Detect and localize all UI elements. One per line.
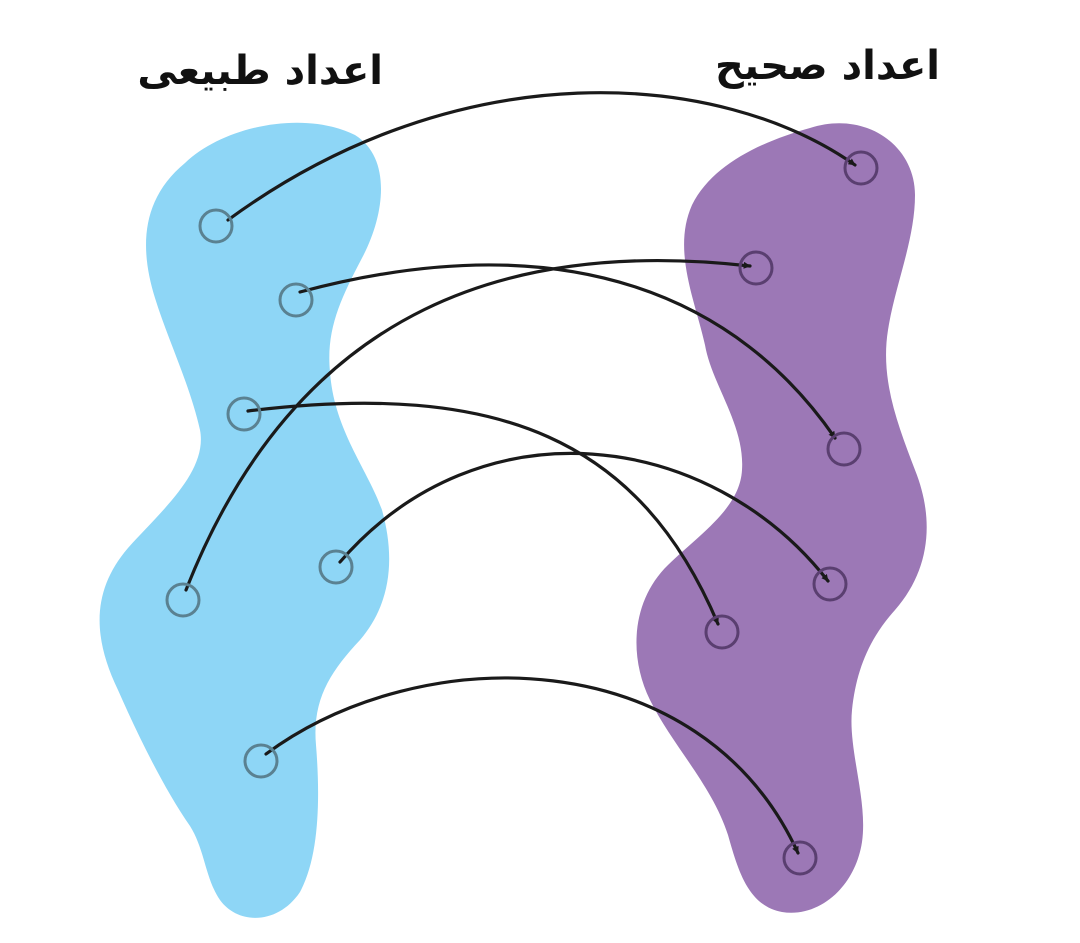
integers-title: اعداد صحیح: [715, 43, 940, 89]
integer-element-dot: [782, 840, 818, 876]
integer-element-dot: [704, 614, 740, 650]
mapping-arrow: [264, 676, 800, 855]
natural-numbers-blob: [99, 122, 390, 918]
integer-element-dot: [826, 431, 862, 467]
natural-element-dot: [226, 396, 262, 432]
integer-element-dot: [812, 566, 848, 602]
integer-element-dot: [843, 150, 879, 186]
natural-element-dot: [243, 743, 279, 779]
natural-element-dot: [278, 282, 314, 318]
natural-element-dot: [198, 208, 234, 244]
mapping-arrow: [338, 451, 830, 583]
mapping-arrow: [246, 401, 720, 626]
mapping-arrow: [298, 263, 837, 440]
integers-blob: [636, 123, 927, 913]
natural-numbers-title: اعداد طبیعی: [137, 48, 383, 94]
natural-element-dot: [318, 549, 354, 585]
integer-elements: [704, 150, 879, 876]
integer-element-dot: [738, 250, 774, 286]
mapping-arrows: [184, 91, 857, 855]
natural-element-dot: [165, 582, 201, 618]
mapping-arrow: [226, 91, 857, 222]
mapping-arrow: [184, 258, 752, 592]
natural-number-elements: [165, 208, 354, 779]
